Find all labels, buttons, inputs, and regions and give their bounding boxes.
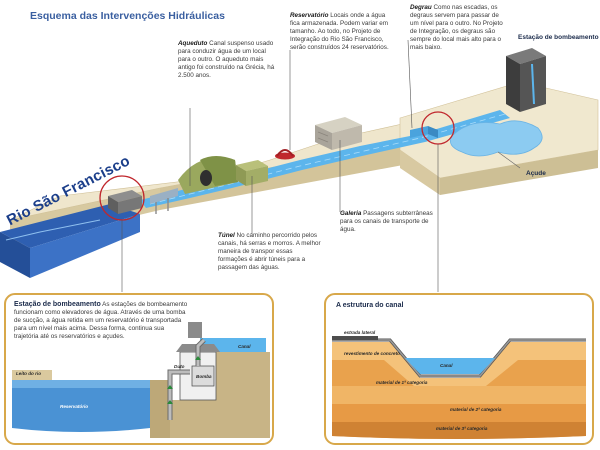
annotation-galeria-text: Passagens subterrâneas para os canais de… xyxy=(340,210,433,233)
annotation-reservatorio-text: Locais onde a água fica armazenada. Pode… xyxy=(290,12,389,51)
annotation-degrau: Degrau Como nas escadas, os degraus serv… xyxy=(410,4,508,52)
annotation-aqueduto-text: Canal suspenso usado para conduzir água … xyxy=(178,40,275,79)
pumping-station-top xyxy=(506,48,546,112)
aqueduct xyxy=(150,188,178,214)
panel-right-label-mat3: material de 3ª categoria xyxy=(436,426,488,431)
pumping-station-river xyxy=(108,190,142,214)
annotation-aqueduto-term: Aqueduto xyxy=(178,40,208,47)
label-acude: Açude xyxy=(526,170,546,177)
panel-left-label-duto: Duto xyxy=(174,364,185,369)
panel-right-label-revestimento: revestimento de concreto xyxy=(344,351,400,356)
annotation-degrau-term: Degrau xyxy=(410,4,432,11)
annotation-reservatorio: Reservatório Locais onde a água fica arm… xyxy=(290,12,394,52)
annotation-tunel-text: No caminho percorrido pelos canais, há s… xyxy=(218,232,321,271)
gallery-block xyxy=(315,117,362,150)
annotation-tunel-term: Túnel xyxy=(218,232,235,239)
panel-right-label-canal: Canal xyxy=(440,363,453,368)
panel-right-label-mat1: material de 1ª categoria xyxy=(376,380,428,385)
panel-left-text: As estações de bombeamento funcionam com… xyxy=(14,301,188,340)
reservoir-marker xyxy=(275,149,295,160)
panel-left-label-leito: Leito do rio xyxy=(16,371,42,376)
label-estacao-bombeamento: Estação de bombeamento xyxy=(518,34,599,41)
panel-left-description: Estação de bombeamento As estações de bo… xyxy=(14,301,190,341)
panel-right-label-mat2: material de 2ª categoria xyxy=(450,407,502,412)
annotation-tunel: Túnel No caminho percorrido pelos canais… xyxy=(218,232,322,272)
annotation-galeria-term: Galeria xyxy=(340,210,362,217)
leader-lines xyxy=(121,39,439,292)
diagram-title: Esquema das Intervenções Hidráulicas xyxy=(30,10,225,22)
annotation-degrau-text: Como nas escadas, os degraus servem para… xyxy=(410,4,503,51)
river-label-wrap: Rio São Francisco xyxy=(4,152,140,231)
panel-right-title: A estrutura do canal xyxy=(336,302,404,309)
annotation-aqueduto: Aqueduto Canal suspenso usado para condu… xyxy=(178,40,280,80)
tunnel-hill xyxy=(178,156,238,194)
panel-left xyxy=(4,293,274,445)
panel-left-label-canal: Canal xyxy=(238,344,251,349)
panel-right-label-estrada: estrada lateral xyxy=(344,330,376,335)
panel-right xyxy=(324,293,594,445)
annotation-reservatorio-term: Reservatório xyxy=(290,12,329,19)
panel-left-label-reservatorio: Reservatório xyxy=(60,404,89,409)
panel-left-title: Estação de bombeamento xyxy=(14,301,101,308)
acude-lake xyxy=(449,120,543,169)
annotation-galeria: Galeria Passagens subterrâneas para os c… xyxy=(340,210,440,234)
river-block xyxy=(0,204,140,278)
panel-left-label-bomba: Bomba xyxy=(196,374,212,379)
pumping-station-mid xyxy=(236,160,268,186)
